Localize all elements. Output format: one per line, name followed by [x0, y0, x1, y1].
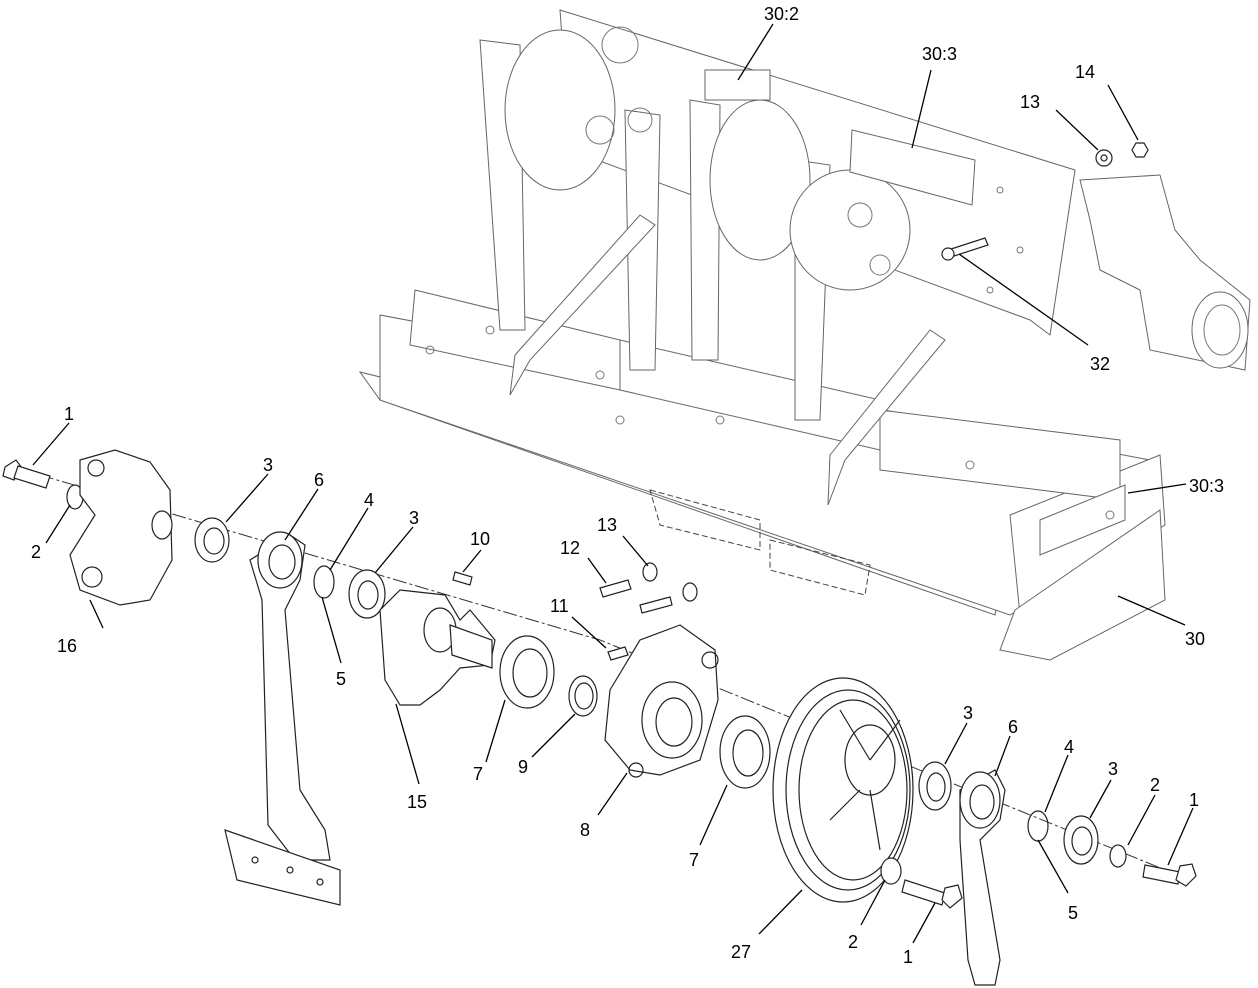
callout-8: 8 — [580, 820, 590, 840]
callout-15: 15 — [407, 792, 427, 812]
frame-assembly — [358, 9, 1251, 661]
callout-6-left: 6 — [314, 470, 324, 490]
callout-1-far-right: 1 — [1189, 790, 1199, 810]
upper-fasteners — [941, 142, 1149, 261]
callout-6-right: 6 — [1008, 717, 1018, 737]
callout-30-3-top: 30:3 — [922, 44, 957, 64]
callout-labels: 1 2 16 3 6 4 3 5 10 13 12 11 15 7 9 8 7 … — [31, 4, 1224, 967]
callout-5-right: 5 — [1068, 903, 1078, 923]
callout-2-left: 2 — [31, 542, 41, 562]
callout-30-3-right: 30:3 — [1189, 476, 1224, 496]
callout-32: 32 — [1090, 354, 1110, 374]
callout-2-lower: 2 — [848, 932, 858, 952]
callout-1-lower: 1 — [903, 947, 913, 967]
callout-3-far-right: 3 — [1108, 759, 1118, 779]
callout-16: 16 — [57, 636, 77, 656]
callout-12: 12 — [560, 538, 580, 558]
callout-2-far-right: 2 — [1150, 775, 1160, 795]
callout-7-right: 7 — [689, 850, 699, 870]
left-assembly — [2, 449, 1197, 986]
callout-13-top: 13 — [1020, 92, 1040, 112]
callout-4-left: 4 — [364, 490, 374, 510]
callout-30-2: 30:2 — [764, 4, 799, 24]
callout-5-left: 5 — [336, 669, 346, 689]
callout-30: 30 — [1185, 629, 1205, 649]
callout-13-mid: 13 — [597, 515, 617, 535]
callout-27: 27 — [731, 942, 751, 962]
callout-7-left: 7 — [473, 764, 483, 784]
callout-1-top-left: 1 — [64, 404, 74, 424]
callout-3-mid: 3 — [409, 508, 419, 528]
callout-10: 10 — [470, 529, 490, 549]
callout-4-right: 4 — [1064, 737, 1074, 757]
callout-9: 9 — [518, 757, 528, 777]
callout-11: 11 — [550, 596, 569, 616]
callout-3-right: 3 — [963, 703, 973, 723]
leader-lines — [32, 23, 1194, 944]
callout-14: 14 — [1075, 62, 1095, 82]
callout-3-left: 3 — [263, 455, 273, 475]
